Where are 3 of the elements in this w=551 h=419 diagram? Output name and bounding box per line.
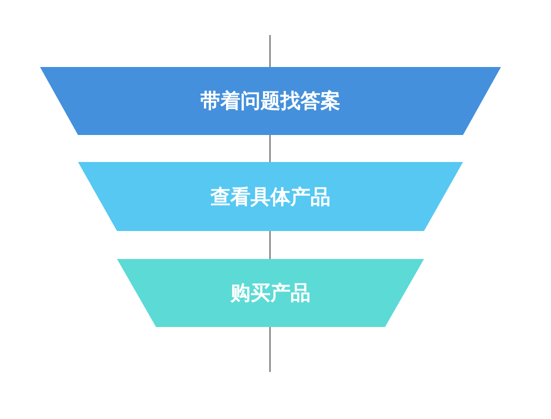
stage-label: 带着问题找答案 bbox=[200, 88, 340, 114]
stage-label: 购买产品 bbox=[230, 280, 310, 306]
stage-label: 查看具体产品 bbox=[210, 183, 330, 210]
